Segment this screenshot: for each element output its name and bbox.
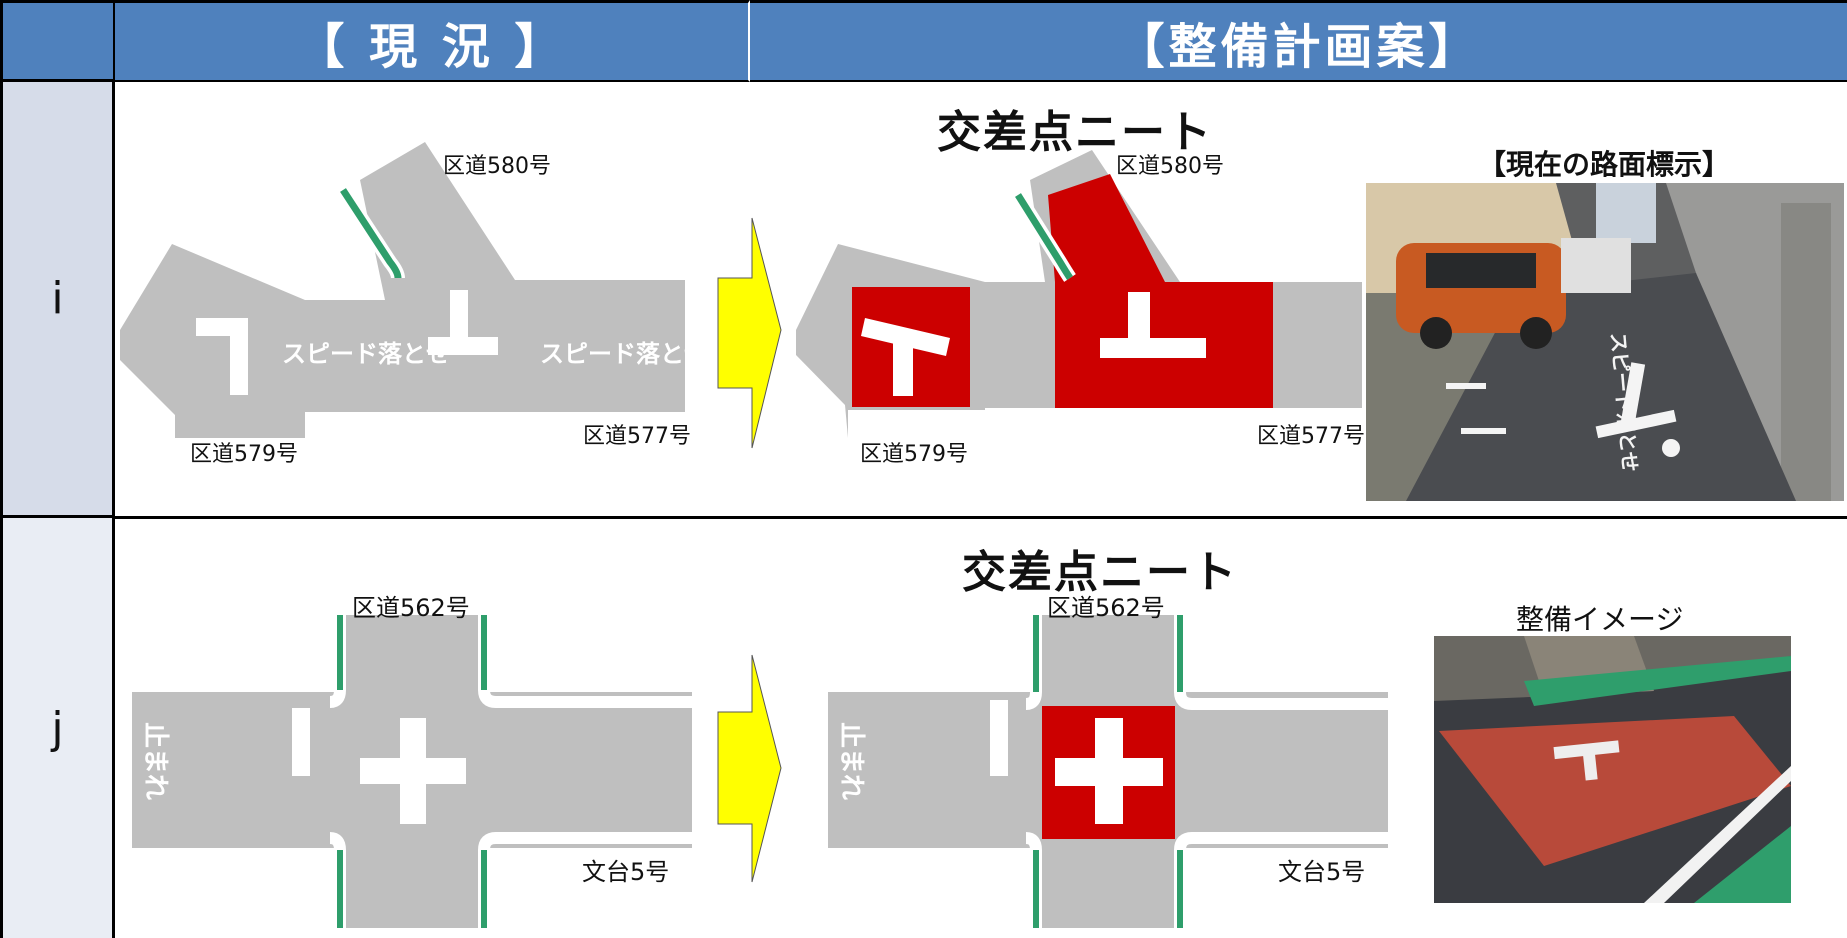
marking-text-2: スピード落とせ bbox=[540, 340, 708, 368]
header-plan: 【整備計画案】 bbox=[750, 0, 1847, 82]
plan-road-label-577: 区道577号 bbox=[1257, 424, 1365, 449]
road-label-562: 区道562号 bbox=[352, 594, 470, 622]
road-label-580: 区道580号 bbox=[443, 154, 551, 179]
marking-text-1: スピード落とせ bbox=[282, 340, 450, 368]
photo-caption-i: 【現在の路面標示】 bbox=[1478, 148, 1731, 181]
road-label-577: 区道577号 bbox=[583, 424, 691, 449]
plan-road-label-562: 区道562号 bbox=[1047, 594, 1165, 622]
header-current: 【 現 況 】 bbox=[115, 0, 750, 82]
road-label-579: 区道579号 bbox=[190, 442, 298, 467]
plan-road-label-579: 区道579号 bbox=[860, 442, 968, 467]
plan-title-i: 交差点ニート bbox=[937, 107, 1213, 158]
plan-title-j: 交差点ニート bbox=[962, 547, 1238, 598]
photo-caption-j: 整備イメージ bbox=[1516, 603, 1684, 636]
row-divider bbox=[115, 516, 1847, 519]
street-photo-j bbox=[1434, 636, 1791, 903]
road-label-bundai5: 文台5号 bbox=[582, 858, 670, 886]
plan-road-label-580: 区道580号 bbox=[1116, 154, 1224, 179]
header-corner bbox=[0, 0, 115, 82]
plan-stop-marking-text: 止まれ bbox=[836, 722, 866, 801]
row-label-j: j bbox=[0, 518, 115, 938]
street-photo-i: スピード落とせ bbox=[1366, 183, 1844, 501]
plan-road-label-bundai5: 文台5号 bbox=[1278, 858, 1366, 886]
row-label-i: i bbox=[0, 82, 115, 518]
